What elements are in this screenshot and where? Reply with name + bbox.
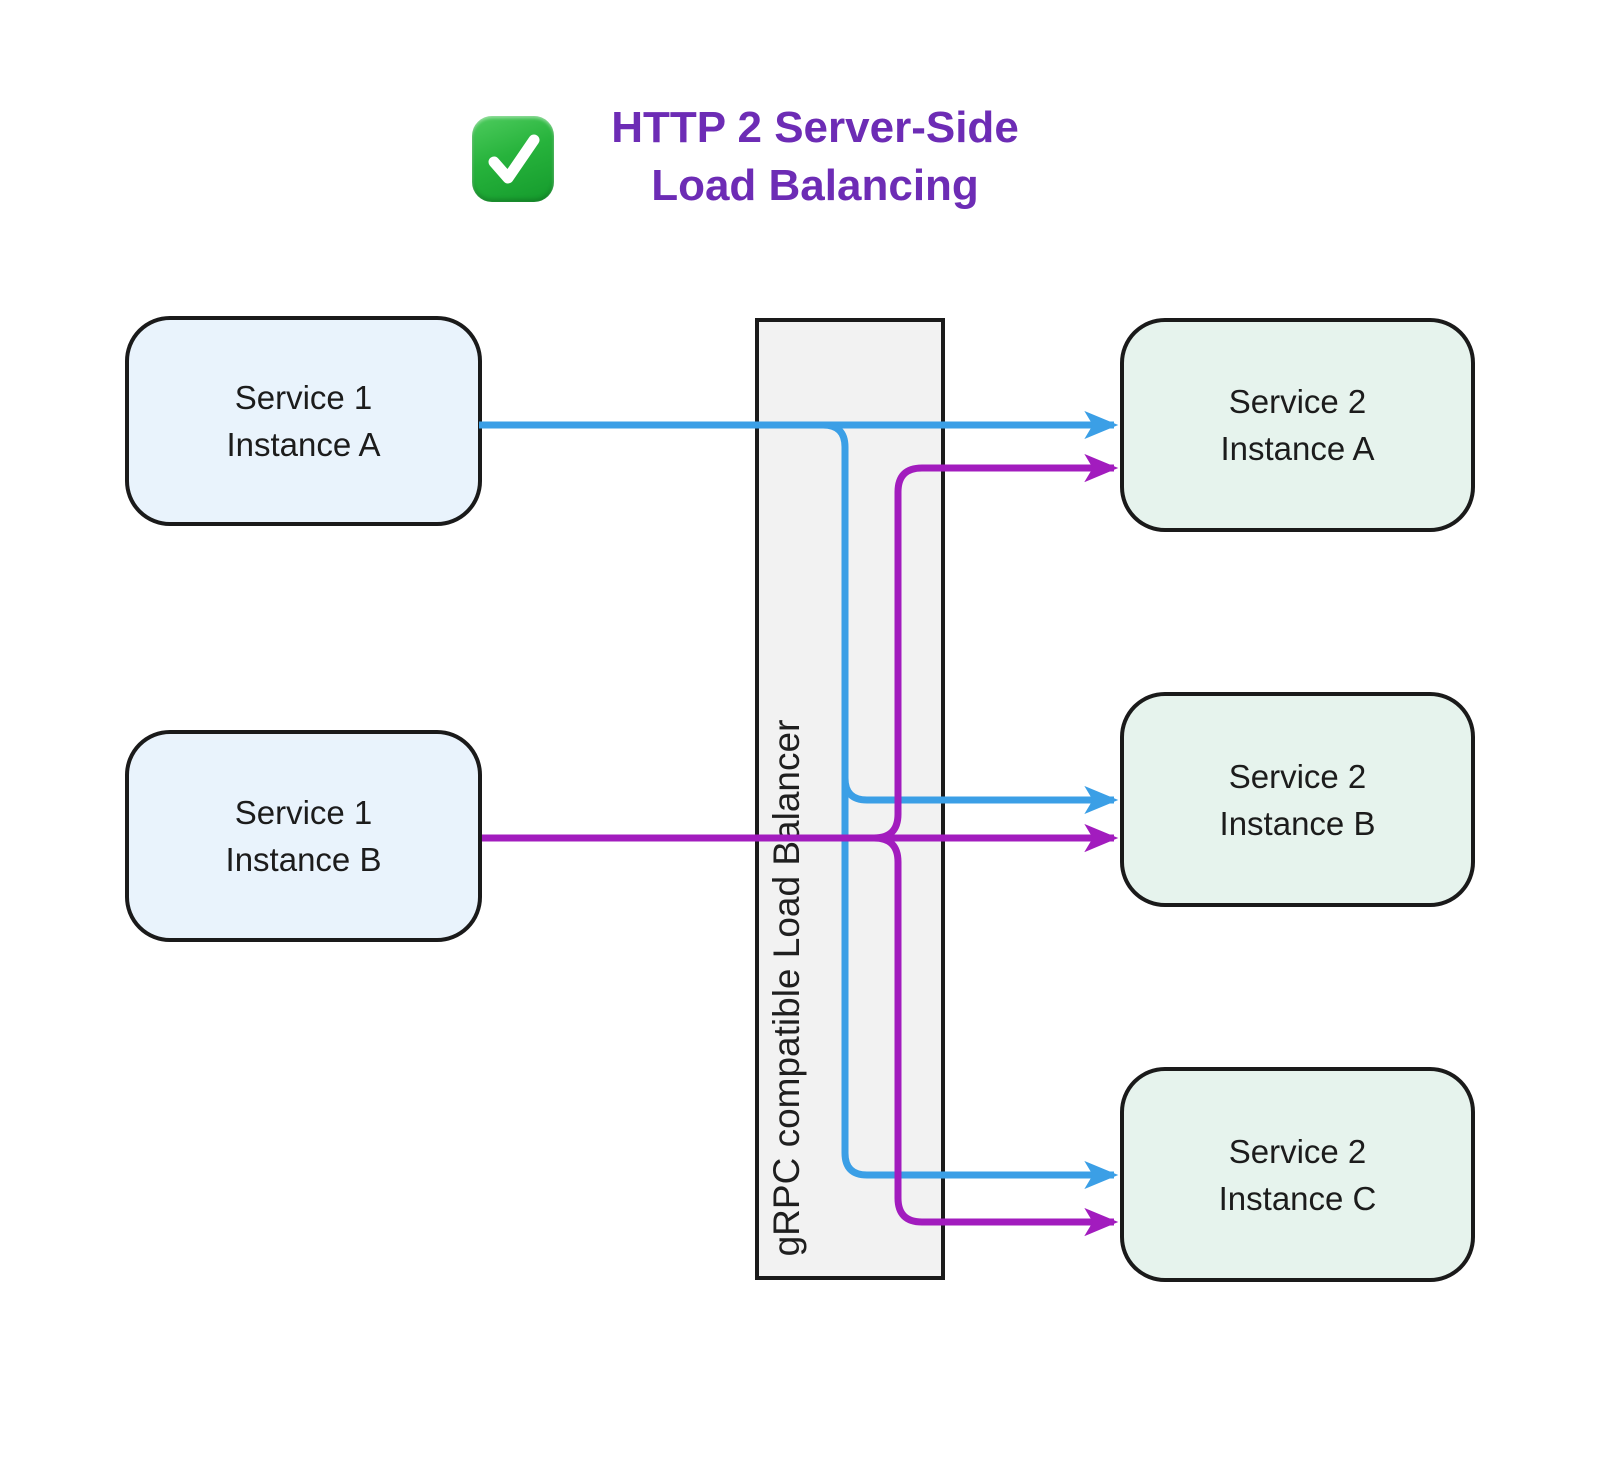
node-label-line1: Service 2 [1228, 383, 1367, 420]
node-label-line2: Instance C [1218, 1179, 1377, 1217]
node-label-line1: Service 2 [1228, 757, 1367, 795]
page-title-line1: HTTP 2 Server-Side [611, 103, 1019, 152]
node-service1-instance-b: Service 1 Instance B [125, 730, 482, 942]
node-label-line2: Instance B [225, 841, 382, 878]
node-label-line2: Instance A [1220, 430, 1375, 467]
node-service1-instance-a: Service 1 Instance A [125, 316, 482, 526]
node-label-line2: Instance B [1219, 804, 1376, 842]
node-service2-instance-a: Service 2 Instance A [1120, 318, 1475, 532]
load-balancer-label: gRPC compatible Load Balancer [766, 719, 807, 1257]
node-label-line2: Instance A [226, 426, 381, 463]
node-service2-instance-c: Service 2 Instance C [1120, 1067, 1475, 1282]
page-title-line2: Load Balancing [651, 161, 979, 210]
node-label-line1: Service 1 [234, 379, 373, 416]
page-title: HTTP 2 Server-Side Load Balancing [515, 99, 1115, 215]
node-label-line1: Service 2 [1228, 1132, 1367, 1170]
check-mark-icon [472, 116, 554, 202]
node-label-line1: Service 1 [234, 794, 373, 831]
node-service2-instance-b: Service 2 Instance B [1120, 692, 1475, 907]
